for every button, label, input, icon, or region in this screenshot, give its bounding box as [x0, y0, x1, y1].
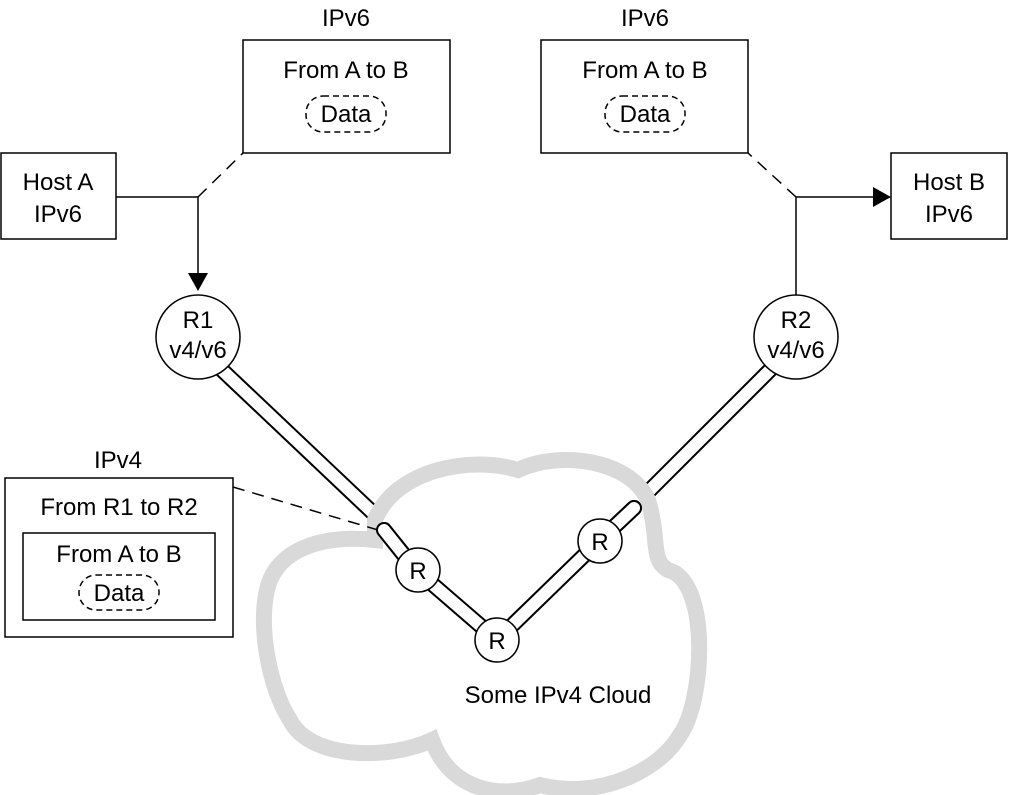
- router-r2-name: R2: [781, 307, 812, 334]
- connector-host-a-r1: [116, 196, 199, 275]
- ipv4-cloud: [255, 452, 708, 795]
- connector-r2-host-b: [795, 196, 875, 296]
- cloud-router-label: R: [409, 558, 426, 585]
- packet-right: IPv6 From A to B Data: [540, 5, 749, 154]
- packet-right-header: IPv6: [621, 5, 669, 32]
- cloud-router: R: [474, 617, 520, 663]
- tunnel-packet-header: IPv4: [94, 447, 142, 474]
- callout-left-packet: [197, 152, 244, 198]
- cloud-label: Some IPv4 Cloud: [465, 682, 652, 709]
- arrowhead-down-icon: [188, 273, 208, 291]
- router-r1: R1 v4/v6: [155, 294, 241, 380]
- cloud-router-label: R: [488, 628, 505, 655]
- tunnel-packet-payload: Data: [94, 580, 145, 607]
- host-b: Host B IPv6: [890, 152, 1008, 240]
- callout-right-packet: [747, 152, 797, 198]
- router-r2-proto: v4/v6: [767, 337, 824, 364]
- router-r1-proto: v4/v6: [169, 337, 226, 364]
- host-a-proto: IPv6: [34, 201, 82, 228]
- host-b-proto: IPv6: [925, 201, 973, 228]
- tunnel-packet-inner-route: From A to B: [56, 541, 181, 568]
- cloud-router: R: [577, 518, 623, 564]
- cloud-router: R: [395, 547, 441, 593]
- packet-right-route: From A to B: [582, 57, 707, 84]
- packet-right-payload: Data: [620, 101, 671, 128]
- packet-left: IPv6 From A to B Data: [242, 5, 451, 154]
- packet-left-header: IPv6: [322, 5, 370, 32]
- host-b-name: Host B: [913, 169, 985, 196]
- tunnel-packet-outer-route: From R1 to R2: [40, 494, 197, 521]
- arrowhead-right-icon: [873, 187, 891, 207]
- host-a: Host A IPv6: [0, 152, 117, 240]
- router-r1-name: R1: [183, 307, 214, 334]
- packet-left-route: From A to B: [283, 57, 408, 84]
- cloud-router-label: R: [591, 529, 608, 556]
- host-a-name: Host A: [23, 169, 94, 196]
- packet-left-payload: Data: [321, 101, 372, 128]
- callout-ipv4-packet: [232, 486, 379, 531]
- tunnel-packet: IPv4 From R1 to R2 From A to B Data: [4, 447, 234, 638]
- router-r2: R2 v4/v6: [753, 294, 839, 380]
